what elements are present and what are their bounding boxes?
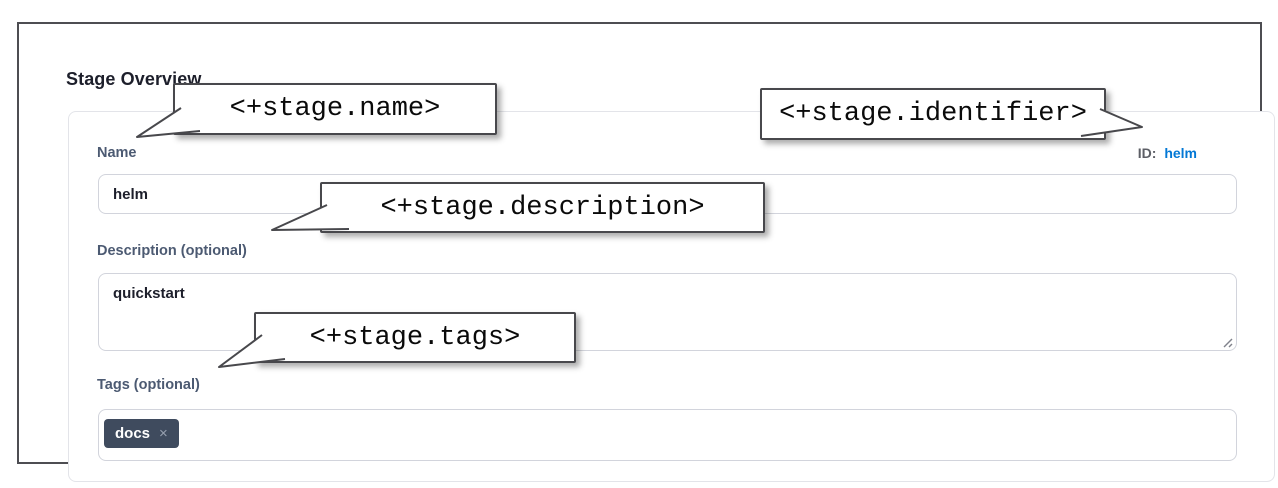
- tags-label: Tags (optional): [97, 377, 200, 393]
- callout-stage-identifier: <+stage.identifier>: [760, 88, 1106, 140]
- textarea-resize-handle-icon[interactable]: [1220, 335, 1234, 349]
- stage-id-line: ID: helm: [1138, 145, 1197, 161]
- tag-chip-label: docs: [115, 425, 151, 442]
- name-label: Name: [97, 145, 137, 161]
- callout-stage-tags: <+stage.tags>: [254, 312, 576, 363]
- remove-tag-icon[interactable]: ×: [159, 425, 168, 442]
- tag-chip: docs ×: [104, 419, 179, 448]
- id-value[interactable]: helm: [1164, 145, 1197, 161]
- callout-stage-description: <+stage.description>: [320, 182, 765, 233]
- page-title: Stage Overview: [66, 69, 202, 89]
- callout-stage-name: <+stage.name>: [173, 83, 497, 135]
- tags-input[interactable]: docs ×: [98, 409, 1237, 461]
- id-label: ID:: [1137, 145, 1157, 161]
- description-label: Description (optional): [97, 243, 247, 259]
